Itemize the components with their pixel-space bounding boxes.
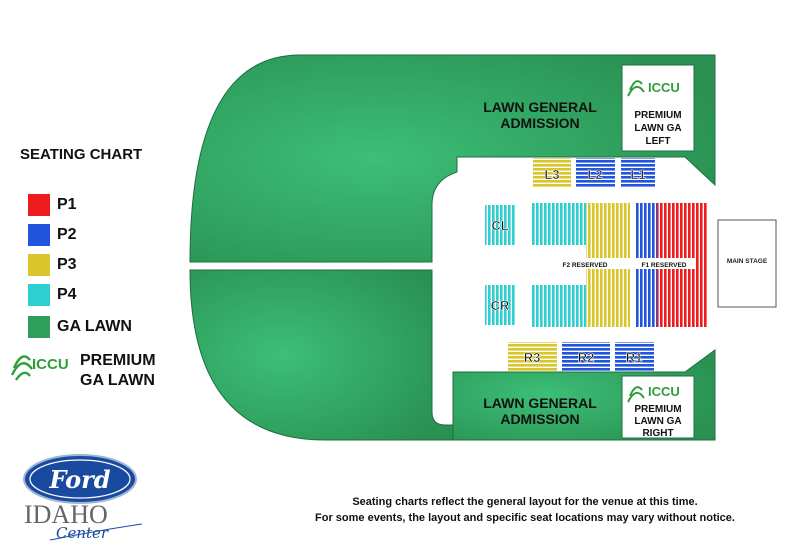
iccu-icon [627,386,645,403]
lawn-top-label: LAWN GENERAL [483,99,597,115]
section-r1[interactable]: R1 [615,342,654,371]
legend-label-p2: P2 [57,226,77,243]
lawn-top[interactable] [189,54,716,263]
svg-text:R3: R3 [524,350,541,365]
svg-text:L1: L1 [630,167,645,182]
svg-text:F1 RESERVED: F1 RESERVED [641,262,686,269]
svg-text:Ford: Ford [48,465,110,494]
section-f2-reserved[interactable]: F2 RESERVED [532,203,630,327]
lawn-bottom-label: ADMISSION [500,411,579,427]
svg-text:RIGHT: RIGHT [642,428,673,439]
legend-swatch-ga-lawn [28,316,50,338]
disclaimer-note: Seating charts reflect the general layou… [315,496,735,524]
legend-swatch-p4 [28,284,50,306]
svg-text:PREMIUM: PREMIUM [634,404,681,415]
legend-label-p1: P1 [57,196,77,213]
svg-text:R1: R1 [626,350,643,365]
premium-lawn-left[interactable]: ICCU PREMIUM LAWN GA LEFT [621,64,695,152]
section-r3[interactable]: R3 [508,342,557,371]
svg-text:CL: CL [491,218,508,233]
svg-text:R2: R2 [578,350,595,365]
iccu-logo-text: ICCU [648,384,680,399]
svg-text:MAIN STAGE: MAIN STAGE [727,258,768,265]
svg-text:F2 RESERVED: F2 RESERVED [562,262,607,269]
legend-swatch-p1 [28,194,50,216]
section-l2[interactable]: L2 [576,158,615,187]
iccu-legend-logo: ICCU [10,355,69,381]
iccu-icon [627,80,645,97]
lawn-bottom-left[interactable] [189,269,454,441]
legend-label-premium: GA LAWN [80,372,155,389]
iccu-logo-text: ICCU [648,80,680,95]
svg-text:PREMIUM: PREMIUM [634,110,681,121]
svg-text:ICCU: ICCU [32,356,69,373]
svg-text:L3: L3 [544,167,559,182]
section-l1[interactable]: L1 [621,158,655,187]
section-f1-reserved[interactable]: F1 RESERVED [635,203,707,327]
section-l3[interactable]: L3 [533,158,571,187]
svg-text:IDAHO: IDAHO [24,500,108,529]
legend-title: SEATING CHART [20,146,143,163]
legend-label-p3: P3 [57,256,77,273]
svg-text:LEFT: LEFT [646,136,671,147]
section-cr[interactable]: CR [485,285,516,325]
svg-text:LAWN GA: LAWN GA [634,416,681,427]
svg-text:CR: CR [491,298,510,313]
section-cl[interactable]: CL [485,205,516,245]
legend-swatch-p3 [28,254,50,276]
ford-idaho-center-logo: Ford IDAHO Center [23,454,143,542]
legend-label-p4: P4 [57,286,77,303]
legend-label-premium: PREMIUM [80,352,156,369]
legend-swatch-p2 [28,224,50,246]
svg-text:L2: L2 [587,167,602,182]
legend-label-ga-lawn: GA LAWN [57,318,132,335]
svg-text:Center: Center [56,524,109,542]
lawn-top-label: ADMISSION [500,115,579,131]
premium-lawn-right[interactable]: ICCU PREMIUM LAWN GA RIGHT [621,375,695,439]
iccu-icon [10,355,33,381]
main-stage: MAIN STAGE [717,219,777,308]
lawn-bottom-label: LAWN GENERAL [483,395,597,411]
svg-text:LAWN GA: LAWN GA [634,123,681,134]
section-r2[interactable]: R2 [562,342,610,371]
